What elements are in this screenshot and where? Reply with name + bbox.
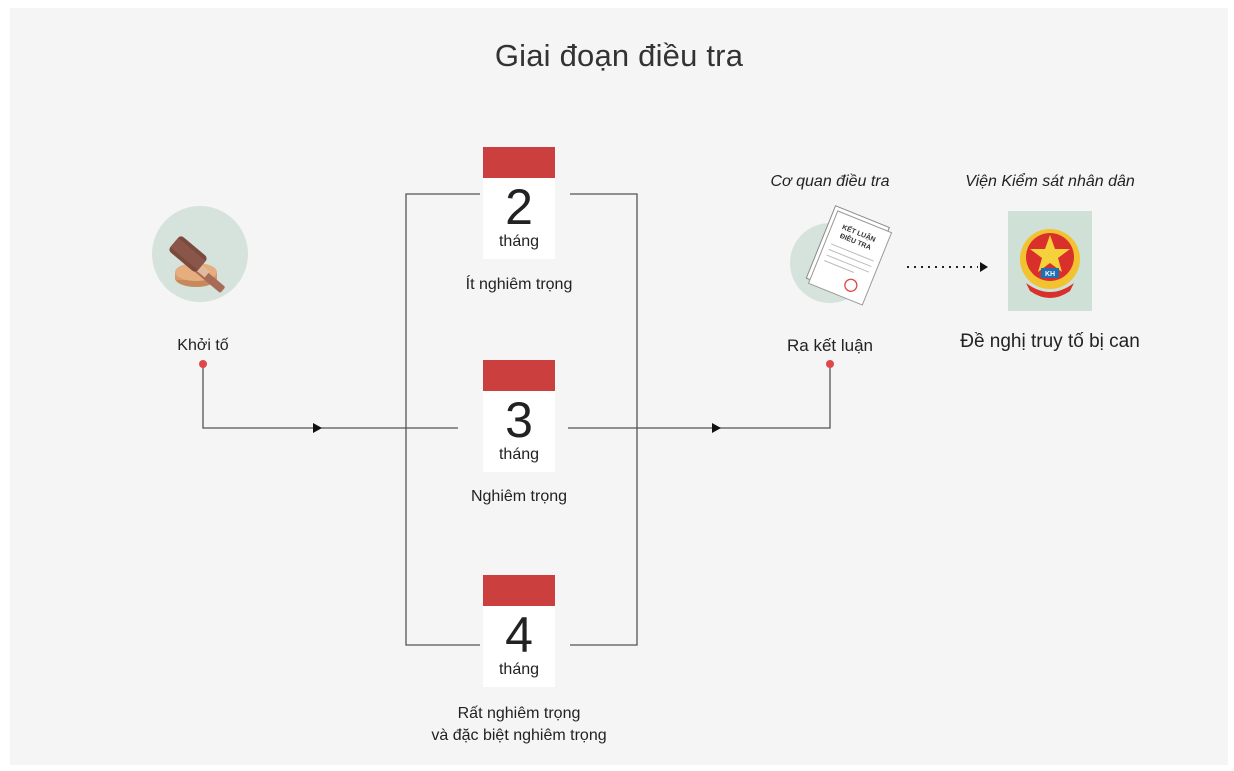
arrow-head-2 (712, 423, 721, 433)
dotted-arrow-head (980, 262, 988, 272)
calendar-header (483, 575, 555, 606)
line-to-conclusion (568, 368, 831, 429)
calendar-2-months: 2 tháng (483, 147, 555, 259)
procuracy-agency-label: Viện Kiểm sát nhân dân (965, 173, 1135, 190)
emblem-background: KH (1008, 211, 1092, 311)
start-dot (199, 360, 207, 368)
start-label: Khởi tố (177, 337, 229, 354)
calendar-header (483, 147, 555, 178)
gavel-icon-circle (152, 206, 248, 302)
investigation-agency-label: Cơ quan điều tra (770, 173, 890, 190)
calendar-unit: tháng (498, 233, 540, 250)
national-emblem-icon: KH (1020, 229, 1080, 298)
left-bracket-line (405, 193, 480, 646)
period-label-very-serious-line1: Rất nghiêm trọng (457, 705, 581, 722)
calendar-3-months: 3 tháng (483, 360, 555, 472)
gavel-icon (169, 236, 225, 293)
calendar-unit: tháng (498, 446, 540, 463)
emblem-text: KH (1045, 271, 1055, 278)
period-label-less-serious: Ít nghiêm trọng (465, 276, 573, 293)
line-start-to-split (202, 367, 458, 429)
conclusion-dot (826, 360, 834, 368)
right-bracket-line (570, 193, 638, 646)
conclusion-label: Ra kết luận (787, 336, 873, 355)
arrow-head-1 (313, 423, 322, 433)
diagram-canvas: Giai đoạn điều tra Khởi tố 2 tháng Ít ng… (10, 8, 1228, 765)
calendar-4-months: 4 tháng (483, 575, 555, 687)
procuracy-label: Đề nghị truy tố bị can (960, 331, 1140, 352)
calendar-header (483, 360, 555, 391)
calendar-number: 3 (505, 392, 533, 448)
document-icon-circle (790, 223, 870, 303)
period-label-very-serious-line2: và đặc biệt nghiêm trọng (431, 727, 607, 744)
period-label-serious: Nghiêm trọng (470, 488, 568, 505)
calendar-unit: tháng (498, 661, 540, 678)
calendar-number: 4 (505, 607, 533, 663)
diagram-title: Giai đoạn điều tra (494, 38, 744, 73)
flow-connectors (202, 193, 988, 646)
calendar-number: 2 (505, 179, 533, 235)
